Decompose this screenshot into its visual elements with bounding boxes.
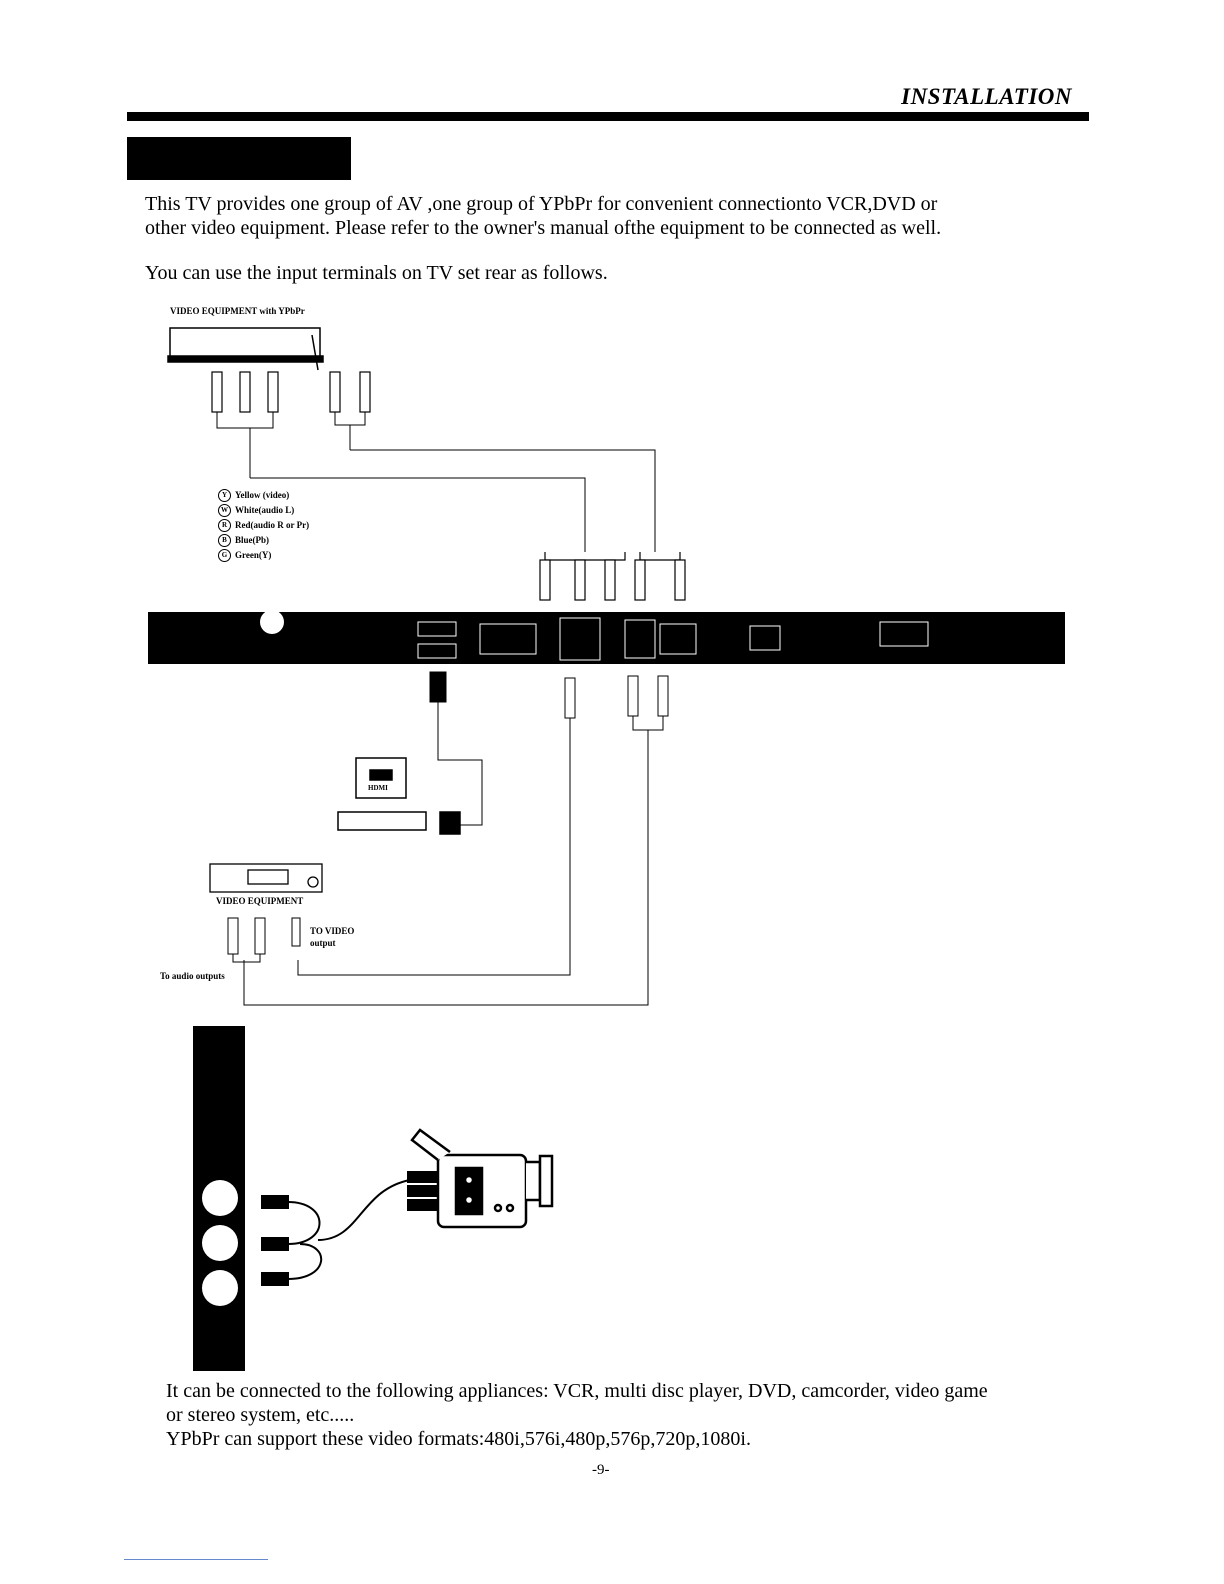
legend-item: G Green(Y) — [218, 548, 309, 563]
legend-item: B Blue(Pb) — [218, 533, 309, 548]
legend-label: Red(audio R or Pr) — [235, 520, 310, 530]
av-cables — [243, 675, 669, 1006]
legend-label: Yellow (video) — [235, 490, 290, 500]
legend-key-circle: B — [218, 534, 231, 548]
side-av-panel — [193, 1026, 245, 1371]
legend-item: W White(audio L) — [218, 503, 309, 518]
footer-paragraph: It can be connected to the following app… — [166, 1379, 1066, 1451]
section-tab-block — [127, 137, 351, 180]
to-audio-label: To audio outputs — [160, 971, 225, 981]
legend-key-circle: W — [218, 504, 231, 518]
to-video-label: TO VIDEO — [310, 926, 355, 936]
intro-line-2: other video equipment. Please refer to t… — [145, 217, 942, 239]
header-rule — [127, 112, 1089, 121]
camcorder — [410, 1128, 554, 1229]
hdmi-device-label: HDMI — [368, 784, 388, 792]
intro-line-1: This TV provides one group of AV ,one gr… — [145, 193, 938, 215]
legend-label: White(audio L) — [235, 505, 295, 515]
hdmi-cable — [429, 671, 483, 826]
footer-line-2: or stereo system, etc..... — [166, 1404, 355, 1426]
hdmi-device — [337, 757, 461, 835]
legend-label: Green(Y) — [235, 550, 272, 560]
output-label: output — [310, 938, 336, 948]
component-plugs-top — [211, 371, 371, 413]
bottom-link-rule — [124, 1559, 268, 1560]
camcorder-cables — [261, 1171, 437, 1286]
top-cables — [216, 412, 656, 552]
top-device-label: VIDEO EQUIPMENT with YPbPr — [170, 306, 305, 316]
legend-label: Blue(Pb) — [235, 535, 270, 545]
legend-key-circle: R — [218, 519, 231, 533]
color-legend: Y Yellow (video) W White(audio L) R Red(aud… — [218, 488, 309, 563]
page-number: -9- — [592, 1462, 610, 1478]
bottom-device-label: VIDEO EQUIPMENT — [216, 896, 304, 906]
legend-key-circle: G — [218, 549, 231, 563]
intro-paragraph: This TV provides one group of AV ,one gr… — [145, 192, 1045, 240]
legend-key-circle: Y — [218, 489, 231, 503]
intro-line-3: You can use the input terminals on TV se… — [145, 262, 608, 284]
section-header-title: INSTALLATION — [901, 84, 1072, 109]
ypbpr-device — [167, 327, 324, 371]
footer-line-1: It can be connected to the following app… — [166, 1380, 988, 1402]
tv-rear-panel — [148, 610, 1065, 664]
vcr-device — [209, 863, 323, 893]
footer-line-3: YPbPr can support these video formats:48… — [166, 1428, 751, 1450]
legend-item: R Red(audio R or Pr) — [218, 518, 309, 533]
component-plugs-middle — [539, 552, 686, 601]
vcr-plugs — [227, 917, 301, 963]
legend-item: Y Yellow (video) — [218, 488, 309, 503]
